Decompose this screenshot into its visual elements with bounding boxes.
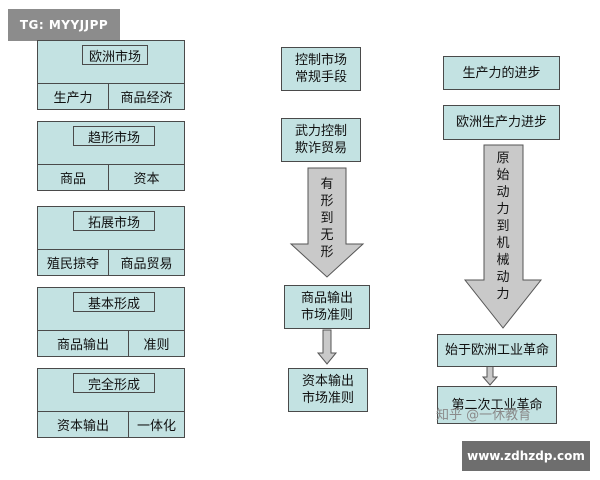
middle-big-arrow (289, 167, 365, 278)
market-group-left: 资本输出 (38, 411, 128, 437)
right-small-arrow (481, 365, 499, 386)
europe-productivity-box: 欧洲生产力进步 (443, 105, 560, 140)
market-group-title: 完全形成 (73, 373, 155, 393)
industrial-revolution-box: 始于欧洲工业革命 (437, 334, 557, 367)
market-group-title: 欧洲市场 (82, 45, 148, 65)
capital-export-box: 资本输出 市场准则 (288, 368, 368, 412)
site-watermark: www.zdhzdp.com (462, 441, 590, 471)
right-arrow-label: 原 始 动 力 到 机 械 动 力 (496, 151, 510, 302)
market-group-2: 趋形市场 商品 资本 (37, 121, 185, 191)
market-group-right: 商品经济 (108, 83, 184, 109)
market-group-left: 殖民掠夺 (38, 249, 108, 275)
zhihu-watermark: 知乎 @一休教育 (436, 408, 532, 423)
goods-export-box: 商品输出 市场准则 (284, 285, 370, 329)
market-group-title: 基本形成 (73, 292, 155, 312)
market-group-title: 拓展市场 (73, 211, 155, 231)
market-group-5: 完全形成 资本输出 一体化 (37, 368, 185, 438)
market-group-1: 欧洲市场 生产力 商品经济 (37, 40, 185, 110)
control-market-box: 控制市场 常规手段 (281, 47, 361, 91)
middle-small-arrow (316, 329, 338, 365)
market-group-left: 商品 (38, 164, 108, 190)
market-group-left: 生产力 (38, 83, 108, 109)
market-group-right: 资本 (108, 164, 184, 190)
right-big-arrow (463, 144, 543, 329)
market-group-left: 商品输出 (38, 330, 128, 356)
second-industrial-revolution-box: 第二次工业革命 (437, 386, 557, 424)
market-group-right: 一体化 (128, 411, 184, 437)
market-group-title: 趋形市场 (73, 126, 155, 146)
market-group-3: 拓展市场 殖民掠夺 商品贸易 (37, 206, 185, 276)
force-control-box: 武力控制 欺诈贸易 (281, 118, 361, 162)
market-group-right: 商品贸易 (108, 249, 184, 275)
productivity-progress-box: 生产力的进步 (443, 56, 560, 90)
middle-arrow-label: 有 形 到 无 形 (320, 177, 334, 260)
watermark-tag: TG: MYYJJPP (8, 9, 120, 41)
market-group-4: 基本形成 商品输出 准则 (37, 287, 185, 357)
market-group-right: 准则 (128, 330, 184, 356)
